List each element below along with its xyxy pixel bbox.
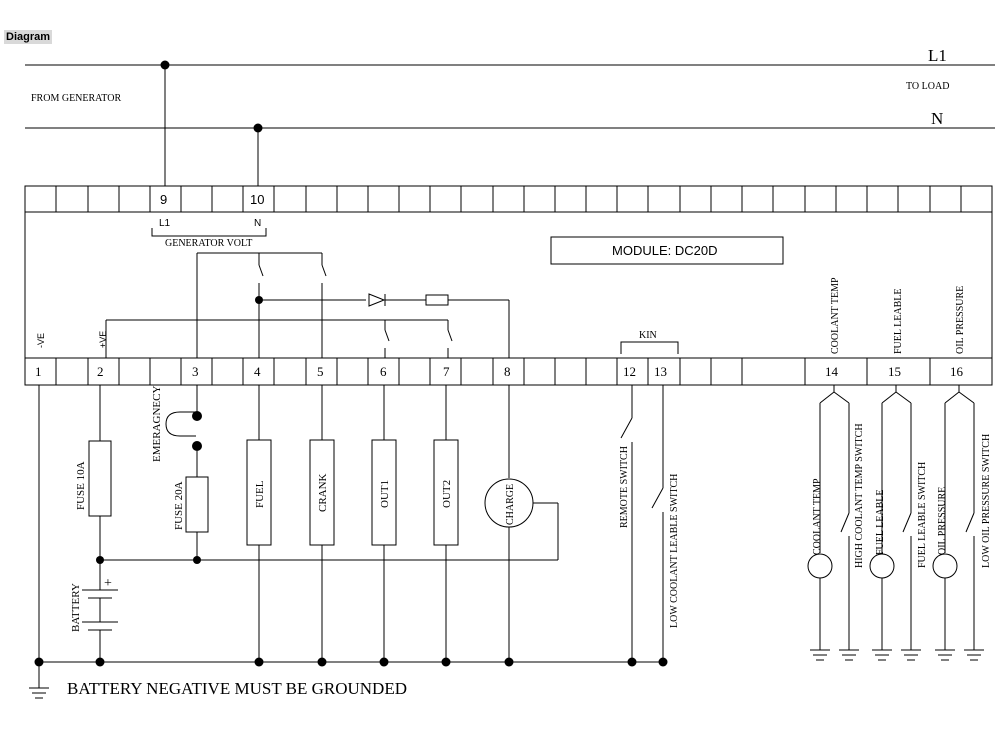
fuse-20a [185,476,209,533]
crank-label: CRANK [317,473,329,512]
sensor-header-fuel: FUEL LEABLE [893,289,904,354]
terminal-12: 12 [623,364,636,379]
battery-plus-label: + [104,576,112,591]
high-coolant-switch-label: HIGH COOLANT TEMP SWITCH [854,423,865,568]
neg-ve-label: -VE [36,333,46,348]
module-label: MODULE: DC20D [612,243,717,258]
coolant-sensor [807,553,833,579]
generator-lines [25,60,995,186]
fuel-leable-switch-label: FUEL LEABLE SWITCH [917,462,928,568]
fuse-10a [88,440,112,517]
terminal-5: 5 [317,364,324,379]
terminal-3: 3 [192,364,199,379]
sensor-header-oil: OIL PRESSURE [955,286,966,354]
terminal-2: 2 [97,364,104,379]
diagram-header-label: Diagram [4,30,53,44]
bus-junction-dot [34,657,44,667]
charge-label: CHARGE [505,484,516,525]
pos-ve-label: +VE [98,331,108,348]
crank-relay [309,439,335,546]
module-box [550,236,784,265]
remote-switch-label: REMOTE SWITCH [619,446,630,528]
fuel-sensor [869,553,895,579]
external-wiring [29,385,984,699]
out2-relay [433,439,459,546]
terminal-1: 1 [35,364,42,379]
terminal-16: 16 [950,364,964,379]
fuse-20a-label: FUSE 20A [173,481,185,530]
terminal-n-sub: N [254,218,261,229]
to-load-label: TO LOAD [906,81,949,92]
n-label: N [931,109,943,128]
battery-label: BATTERY [70,583,82,632]
terminal-l1-sub: L1 [159,218,171,229]
terminal-10: 10 [250,192,264,207]
from-generator-label: FROM GENERATOR [31,93,121,104]
oil-pressure-sensor-label: OIL PRESSURE [937,487,948,555]
terminal-15: 15 [888,364,901,379]
terminal-8: 8 [504,364,511,379]
out2-label: OUT2 [441,480,453,508]
generator-volt-label: GENERATOR VOLT [165,238,252,249]
kin-label: KIN [639,330,657,341]
fuel-label: FUEL [254,480,266,508]
terminal-13: 13 [654,364,667,379]
fuse-10a-label: FUSE 10A [75,461,87,510]
fuel-relay [246,439,272,546]
terminal-4: 4 [254,364,261,379]
oil-sensor [932,553,958,579]
emergency-label: EMERAGNECY [151,386,163,462]
terminal-9: 9 [160,192,167,207]
terminal-6: 6 [380,364,387,379]
out1-label: OUT1 [379,480,391,508]
low-oil-switch-label: LOW OIL PRESSURE SWITCH [981,434,992,568]
low-coolant-switch-label: LOW COOLANT LEABLE SWITCH [669,474,680,628]
terminal-14: 14 [825,364,839,379]
fuel-leable-sensor-label: FUEL LEABLE [875,490,886,555]
footer-note: BATTERY NEGATIVE MUST BE GROUNDED [67,679,407,698]
sensor-header-coolant: COOLANT TEMP [830,277,841,354]
out1-relay [371,439,397,546]
l1-label: L1 [928,46,947,65]
coolant-temp-sensor-label: COOLANT TEMP [812,478,823,555]
internal-wiring [105,252,679,358]
terminal-7: 7 [443,364,450,379]
